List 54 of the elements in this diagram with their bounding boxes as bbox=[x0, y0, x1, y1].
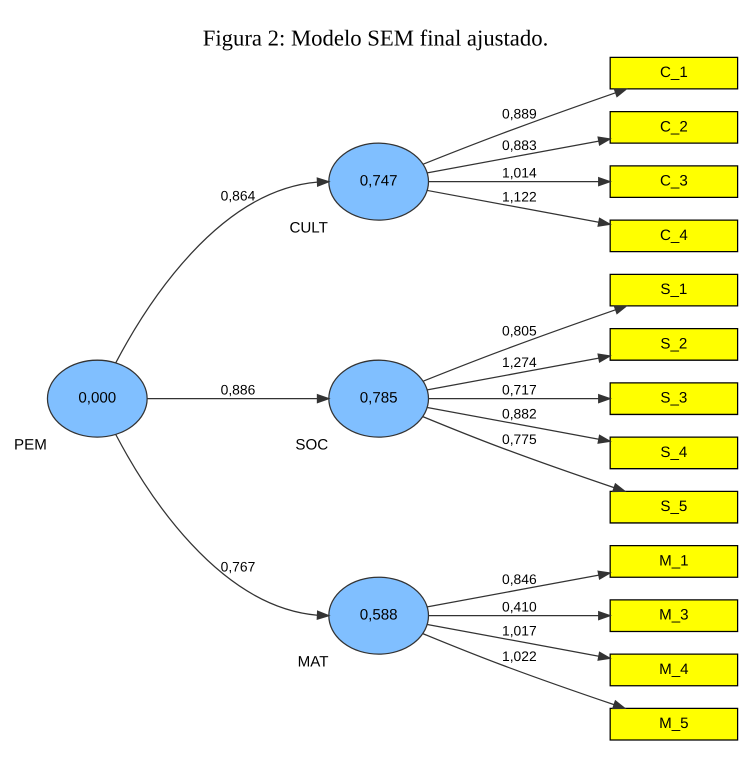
node-box: S_1 bbox=[610, 274, 738, 307]
arrow bbox=[427, 570, 612, 608]
node-box: S_4 bbox=[610, 436, 738, 470]
edge-label: 0,410 bbox=[502, 598, 537, 615]
node-box: C_3 bbox=[610, 165, 738, 198]
edge-label: 0,775 bbox=[502, 430, 537, 447]
arrow bbox=[427, 624, 612, 661]
edge-label: 1,014 bbox=[502, 164, 537, 181]
node-box: M_3 bbox=[610, 599, 738, 632]
node-box: M_1 bbox=[610, 545, 738, 578]
arrow bbox=[115, 434, 331, 620]
node-box: S_3 bbox=[610, 382, 738, 416]
edge-label: 1,274 bbox=[502, 354, 537, 370]
arrow bbox=[422, 305, 628, 382]
edge-label: 0,805 bbox=[502, 322, 537, 338]
edge-label: 0,882 bbox=[502, 406, 537, 422]
arrow bbox=[428, 610, 612, 621]
node-label: CULT bbox=[289, 219, 328, 236]
arrow bbox=[427, 190, 612, 227]
node-ellipse: 0,000 bbox=[46, 360, 148, 438]
edge-label: 0,883 bbox=[502, 136, 537, 153]
node-box: C_2 bbox=[610, 111, 738, 144]
arrow bbox=[422, 416, 627, 492]
node-label: MAT bbox=[298, 653, 328, 670]
node-ellipse: 0,785 bbox=[328, 360, 430, 438]
edge-label: 0,767 bbox=[220, 558, 256, 574]
edge-label: 0,846 bbox=[502, 570, 537, 587]
node-box: M_4 bbox=[610, 654, 738, 686]
arrow bbox=[422, 633, 627, 710]
arrow bbox=[427, 406, 612, 444]
node-label: PEM bbox=[14, 436, 47, 454]
node-box: C_1 bbox=[610, 56, 738, 90]
arrow bbox=[428, 176, 612, 187]
node-box: C_4 bbox=[610, 220, 738, 252]
arrow bbox=[422, 88, 628, 165]
edge-label: 0,889 bbox=[502, 105, 537, 122]
node-label: SOC bbox=[295, 436, 328, 454]
arrow bbox=[428, 394, 612, 404]
arrow bbox=[427, 353, 612, 390]
arrow bbox=[115, 177, 331, 364]
edge-label: 1,122 bbox=[502, 188, 537, 205]
node-box: S_2 bbox=[610, 328, 738, 361]
node-box: M_5 bbox=[610, 708, 738, 741]
edge-label: 0,886 bbox=[220, 382, 256, 398]
node-ellipse: 0,747 bbox=[328, 142, 430, 221]
diagram-title: Figura 2: Modelo SEM final ajustado. bbox=[202, 25, 548, 50]
node-ellipse: 0,588 bbox=[328, 576, 430, 655]
edge-label: 0,864 bbox=[220, 187, 256, 204]
arrow bbox=[148, 394, 331, 404]
arrow bbox=[427, 136, 612, 174]
edge-label: 1,017 bbox=[502, 622, 537, 639]
node-box: S_5 bbox=[610, 490, 738, 524]
edge-label: 0,717 bbox=[502, 382, 537, 398]
edge-label: 1,022 bbox=[502, 648, 537, 664]
